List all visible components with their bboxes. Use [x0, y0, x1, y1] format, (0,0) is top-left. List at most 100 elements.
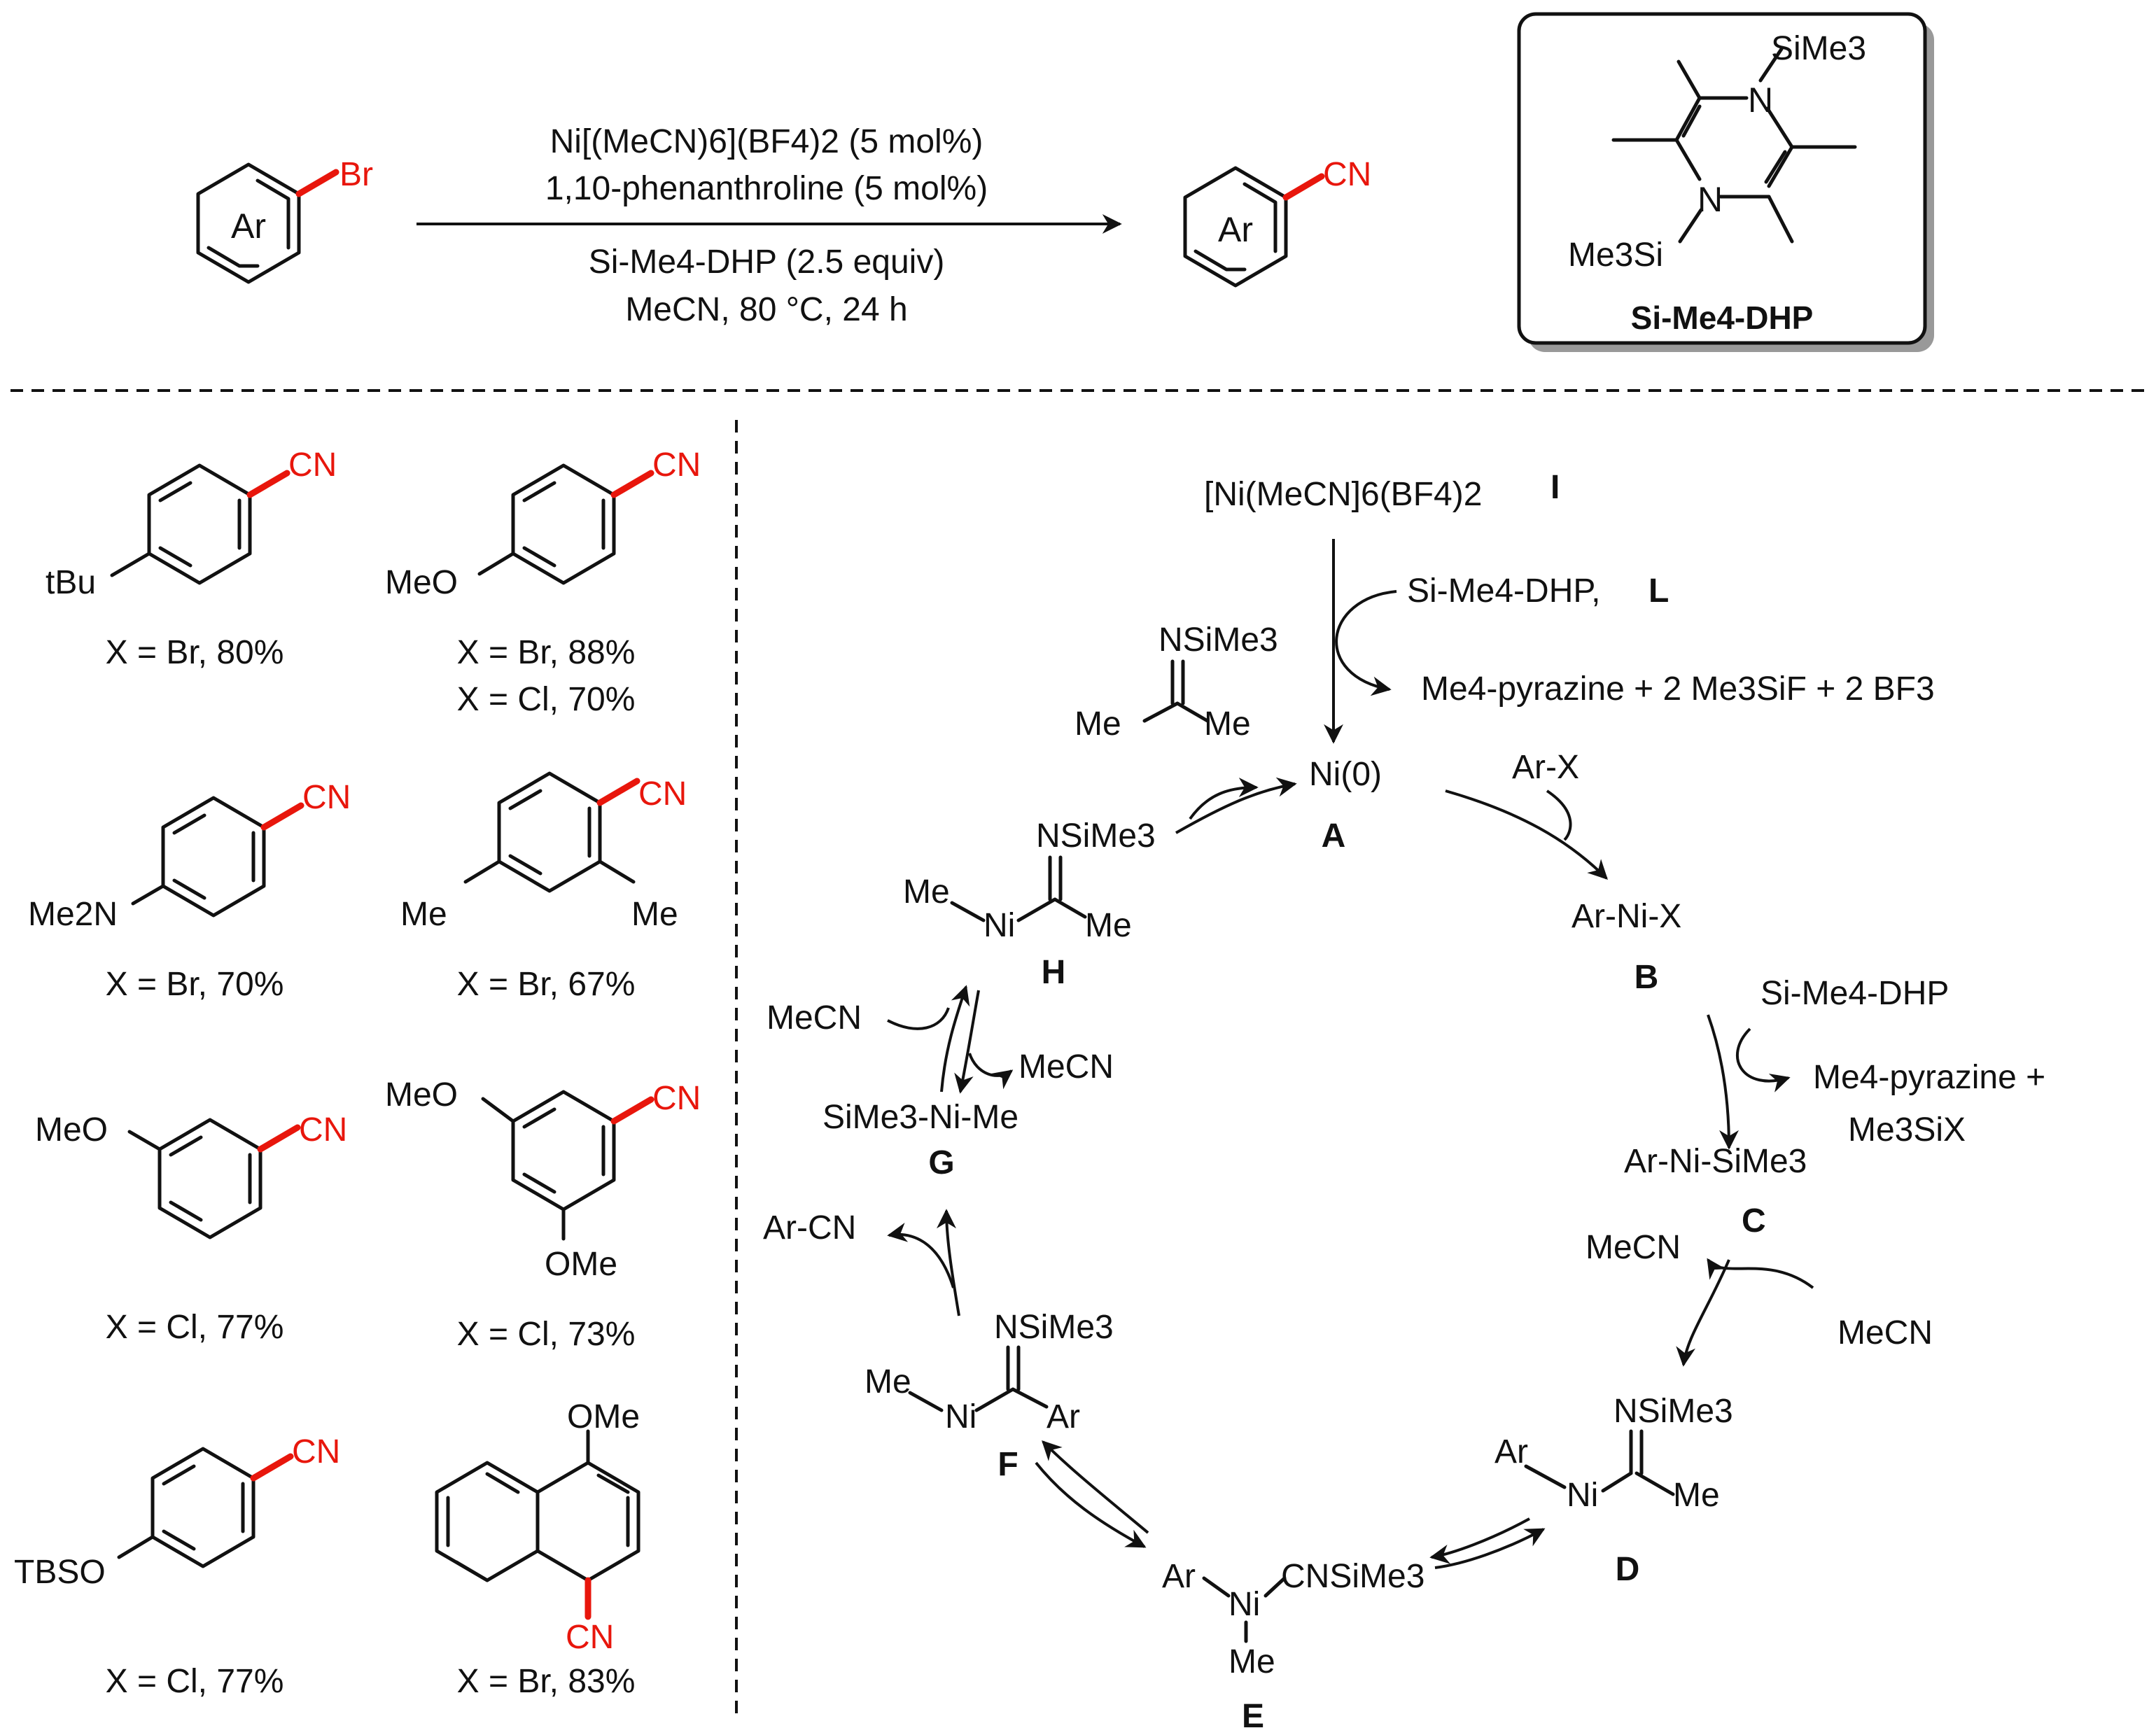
scope-compound-dimethylamino: CN Me2N X = Br, 70% [28, 779, 351, 1003]
condition-reductant: Si-Me4-DHP (2.5 equiv) [589, 244, 945, 281]
condition-catalyst: Ni[(MeCN)6](BF4)2 (5 mol%) [550, 123, 983, 160]
ligand-exchange-arrow [1676, 1259, 1730, 1367]
scope-substituent: Me2N [28, 896, 118, 933]
scope-substituent: OMe [567, 1398, 640, 1435]
ar-label: Ar [1218, 210, 1253, 249]
svg-text:Ni: Ni [983, 907, 1015, 944]
dhp-n-top: N [1748, 80, 1773, 120]
scope-yield: X = Cl, 73% [457, 1316, 636, 1353]
svg-text:Me: Me [1085, 907, 1132, 944]
scope-substituent: MeO [35, 1111, 108, 1149]
product-ar-cn: Ar-CN [763, 1209, 856, 1246]
scope-yield: X = Br, 70% [106, 966, 284, 1003]
scope-compound-naphthyl: OMe CN X = Br, 83% [435, 1398, 640, 1700]
scope-yield: X = Br, 80% [106, 634, 284, 671]
mecn-out-g: MeCN [1018, 1048, 1114, 1086]
svg-text:CN: CN [288, 447, 337, 484]
svg-text:Me: Me [1204, 705, 1251, 743]
scope-yield: X = Br, 83% [457, 1663, 636, 1700]
intermediate-D: NSiMe3 Ar Ni Me D [1494, 1393, 1733, 1588]
silylation-arrow [1707, 1014, 1739, 1150]
arnisime3-formula: Ar-Ni-SiMe3 [1624, 1143, 1807, 1180]
cn-label: CN [1323, 156, 1371, 193]
svg-text:CN: CN [638, 775, 687, 813]
ni0-formula: Ni(0) [1309, 756, 1382, 793]
scope-yield: X = Br, 67% [457, 966, 636, 1003]
scope-yield: X = Br, 88% [457, 634, 636, 671]
reductive-elimination-arrow [937, 1209, 960, 1316]
svg-text:CN: CN [292, 1433, 340, 1470]
aryl-nitrile-structure: Ar CN [1183, 156, 1371, 288]
svg-text:NSiMe3: NSiMe3 [994, 1309, 1114, 1346]
scope-compound-dimethoxy: CN MeO OMe X = Cl, 73% [385, 1076, 701, 1353]
svg-text:CN: CN [652, 447, 701, 484]
reductant-byproducts: Me4-pyrazine + 2 Me3SiF + 2 BF3 [1421, 670, 1935, 708]
svg-text:CN: CN [566, 1619, 614, 1656]
svg-text:Ni: Ni [1567, 1477, 1598, 1514]
label-F: F [997, 1446, 1018, 1483]
svg-text:Ar: Ar [1162, 1558, 1196, 1595]
catalyst-regeneration-arrow [1175, 777, 1297, 834]
scope-yield: X = Cl, 77% [106, 1309, 284, 1346]
svg-text:Me: Me [1673, 1477, 1720, 1514]
svg-text:Ar: Ar [1046, 1398, 1080, 1435]
reductant-in: Si-Me4-DHP, [1407, 573, 1601, 610]
ar-label: Ar [231, 206, 266, 246]
scope-substituent: tBu [46, 564, 96, 601]
svg-text:Me: Me [864, 1363, 911, 1400]
arnix-formula: Ar-Ni-X [1572, 898, 1681, 935]
svg-text:NSiMe3: NSiMe3 [1036, 817, 1156, 855]
svg-text:CN: CN [652, 1080, 701, 1117]
scope-substituent: Me [631, 896, 678, 933]
scope-substituent: OMe [545, 1246, 617, 1283]
dhp-reagent-box: N N SiMe3 Me3Si Si-Me4-DHP [1517, 12, 1934, 352]
equilibrium-arrow-d-e [1429, 1517, 1530, 1564]
label-G: G [928, 1144, 954, 1181]
condition-ligand: 1,10-phenanthroline (5 mol%) [545, 170, 988, 207]
dhp-sime3: SiMe3 [1771, 30, 1866, 67]
label-B: B [1634, 959, 1659, 996]
label-L: L [1648, 573, 1669, 610]
sime3-ni-me-formula: SiMe3-Ni-Me [822, 1099, 1018, 1136]
scope-substituent: Me [400, 896, 447, 933]
label-A: A [1322, 817, 1346, 855]
byproduct-line2: Me3SiX [1848, 1111, 1966, 1149]
activation-curved-arrow [1335, 590, 1397, 696]
br-label: Br [340, 156, 373, 193]
scope-compound-dimethyl: CN Me Me X = Br, 67% [400, 771, 687, 1003]
dhp-n-bottom: N [1698, 180, 1723, 219]
label-E: E [1242, 1698, 1264, 1728]
svg-text:NSiMe3: NSiMe3 [1614, 1393, 1733, 1430]
oxidative-addition-arrow [1445, 789, 1608, 880]
dhp-reagent: Si-Me4-DHP [1760, 975, 1949, 1012]
svg-text:Ni: Ni [945, 1398, 976, 1435]
mecn-in-g: MeCN [766, 999, 862, 1037]
scope-yield: X = Cl, 77% [106, 1663, 284, 1700]
scope-compound-tbu: CN tBu X = Br, 80% [46, 447, 337, 671]
svg-text:Ni: Ni [1228, 1586, 1260, 1623]
svg-text:CNSiMe3: CNSiMe3 [1281, 1558, 1424, 1595]
label-C: C [1742, 1202, 1766, 1239]
scope-substituent: TBSO [14, 1554, 106, 1591]
equilibrium-arrow-g-h [940, 985, 970, 1093]
equilibrium-arrow-e-f [1042, 1440, 1149, 1534]
intermediate-E: Ar Ni CNSiMe3 Me E [1162, 1558, 1424, 1728]
aryl-bromide-structure: Ar Br [196, 156, 373, 284]
byproduct-line1: Me4-pyrazine + [1813, 1059, 2045, 1096]
svg-text:CN: CN [299, 1111, 347, 1149]
released-imine: NSiMe3 Me Me [1074, 621, 1278, 743]
label-D: D [1616, 1551, 1640, 1588]
svg-text:NSiMe3: NSiMe3 [1158, 621, 1278, 659]
scope-compound-methoxy: CN MeO X = Br, 88% X = Cl, 70% [385, 447, 701, 718]
scope-substituent: MeO [385, 1076, 458, 1114]
svg-text:Ar: Ar [1494, 1433, 1528, 1470]
label-I: I [1550, 469, 1560, 506]
svg-text:Me: Me [1228, 1643, 1275, 1680]
scope-substituent: MeO [385, 564, 458, 601]
mecn-in: MeCN [1837, 1314, 1933, 1351]
svg-text:CN: CN [302, 779, 351, 816]
dhp-me3si: Me3Si [1568, 237, 1663, 274]
label-H: H [1042, 954, 1066, 991]
svg-text:Me: Me [903, 873, 950, 911]
